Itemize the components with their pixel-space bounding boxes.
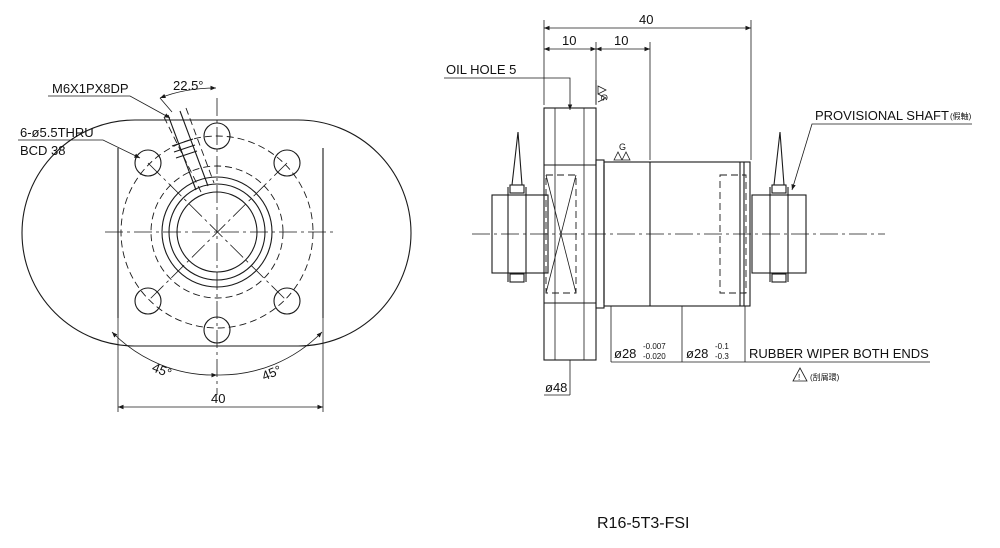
front-width-label: 40 xyxy=(211,391,225,406)
bolt-hole xyxy=(273,149,301,177)
side-view: 40 10 10 OIL HOLE 5 G G PROVISIONAL SHAF… xyxy=(444,12,972,396)
svg-text:G: G xyxy=(599,94,609,101)
dia2-lower: -0.3 xyxy=(715,352,729,361)
front-view: 22.5° M6X1PX8DP 6-ø5.5THRU BCD 38 45° 45… xyxy=(18,78,412,412)
nut-body xyxy=(603,161,751,307)
left-shaft-stub xyxy=(491,131,549,283)
provisional-shaft-note: (假軸) xyxy=(950,111,972,121)
dia2-base: ø28 xyxy=(686,346,708,361)
rubber-wiper-label: RUBBER WIPER BOTH ENDS xyxy=(749,346,929,361)
flange-width-label: 10 xyxy=(562,33,576,48)
svg-text:G: G xyxy=(619,142,626,152)
right-shaft-stub xyxy=(751,131,807,283)
tap-label: M6X1PX8DP xyxy=(52,81,129,96)
thru-label: 6-ø5.5THRU xyxy=(20,125,94,140)
bolt-hole xyxy=(134,149,162,177)
bolt-hole xyxy=(273,287,301,315)
g-symbol-top: G xyxy=(595,80,609,104)
wiper-note: (刮屑環) xyxy=(810,372,840,382)
flange-dia-label: ø48 xyxy=(545,380,567,395)
overall-length-label: 40 xyxy=(639,12,653,27)
dia1-lower: -0.020 xyxy=(643,352,666,361)
dia1-upper: -0.007 xyxy=(643,342,666,351)
model-title: R16-5T3-FSI xyxy=(597,515,689,532)
warning-icon: ! xyxy=(792,367,808,382)
dia2-upper: -0.1 xyxy=(715,342,729,351)
flange-outline xyxy=(21,119,412,347)
dia1-base: ø28 xyxy=(614,346,636,361)
g-symbol-mid: G xyxy=(610,142,638,163)
angle-45-right-label: 45° xyxy=(260,362,284,383)
svg-text:!: ! xyxy=(798,373,800,382)
tap-hole xyxy=(163,107,215,193)
bolt-hole xyxy=(134,287,162,315)
provisional-shaft-label: PROVISIONAL SHAFT xyxy=(815,108,949,123)
oil-hole-label: OIL HOLE 5 xyxy=(446,62,516,77)
second-width-label: 10 xyxy=(614,33,628,48)
angle-45-left-label: 45° xyxy=(150,360,174,381)
angle-22-5-label: 22.5° xyxy=(173,78,204,93)
bcd-label: BCD 38 xyxy=(20,143,66,158)
